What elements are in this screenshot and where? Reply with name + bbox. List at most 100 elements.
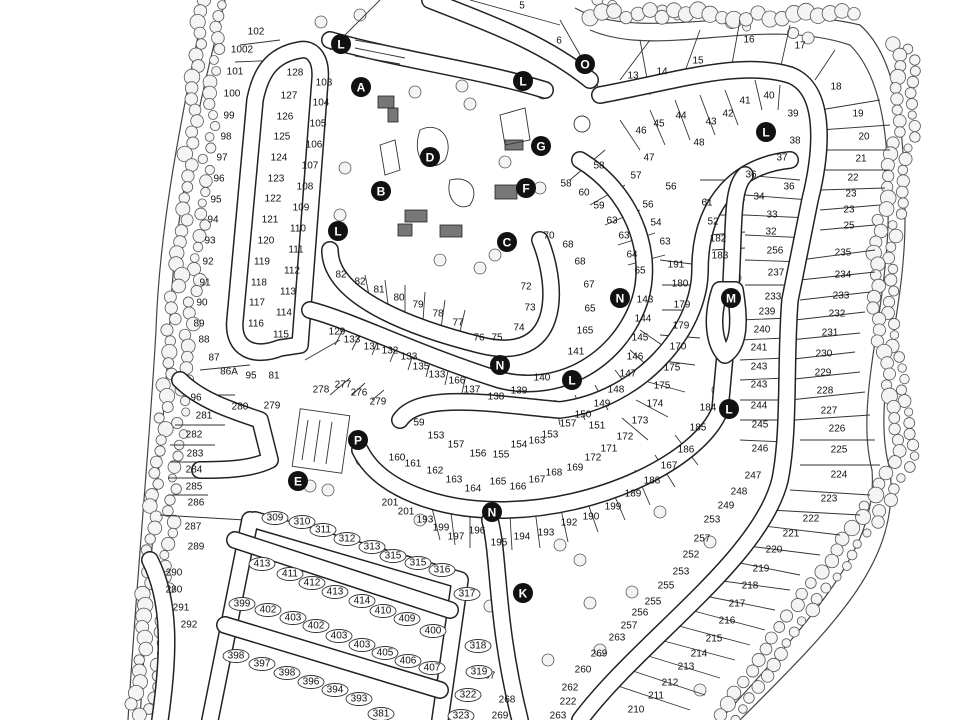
pad-number: 315 bbox=[410, 558, 427, 569]
lot-number: 138 bbox=[488, 392, 505, 403]
tree bbox=[788, 626, 800, 638]
lot-number: 279 bbox=[370, 397, 387, 408]
facility-marker-l: L bbox=[562, 370, 582, 390]
facility-marker-a: A bbox=[351, 77, 371, 97]
lot-number: 105 bbox=[310, 119, 327, 130]
tree bbox=[796, 616, 807, 626]
tree bbox=[185, 125, 199, 139]
lot-number: 225 bbox=[831, 445, 848, 456]
lot-number: 65 bbox=[634, 266, 646, 277]
lot-number: 276 bbox=[351, 388, 368, 399]
pad-outline bbox=[453, 587, 481, 601]
tree bbox=[132, 707, 147, 720]
pad-outline bbox=[279, 611, 307, 625]
tree bbox=[805, 577, 817, 589]
tree bbox=[181, 407, 191, 417]
tree bbox=[473, 261, 487, 275]
rv-pad: 399 bbox=[228, 597, 256, 611]
lot-number: 68 bbox=[562, 240, 574, 251]
lot-number: 77 bbox=[452, 318, 464, 329]
lot-number: 48 bbox=[693, 138, 705, 149]
lot-number: 111 bbox=[288, 245, 304, 256]
marker-circle bbox=[331, 34, 351, 54]
lot-number: 160 bbox=[389, 453, 406, 464]
marker-circle bbox=[610, 288, 630, 308]
marker-circle bbox=[513, 583, 533, 603]
tree bbox=[205, 142, 217, 154]
lot-number: 38 bbox=[789, 136, 801, 147]
lot-number: 82 bbox=[335, 270, 347, 281]
facility-marker-p: P bbox=[348, 430, 368, 450]
tree bbox=[176, 145, 194, 163]
lot-number: 163 bbox=[529, 436, 546, 447]
lot-number: 255 bbox=[645, 597, 662, 608]
pad-number: 403 bbox=[331, 631, 348, 642]
lot-number: 126 bbox=[277, 112, 294, 123]
tree bbox=[904, 87, 917, 99]
lot-number: 100 bbox=[224, 89, 241, 100]
lot-number: 133 bbox=[429, 370, 446, 381]
lot-number: 65 bbox=[584, 304, 596, 315]
lot-number: 102 bbox=[248, 27, 265, 38]
pad-number: 381 bbox=[373, 709, 390, 720]
lot-number: 217 bbox=[729, 599, 746, 610]
tree bbox=[159, 550, 170, 560]
lot-number: 224 bbox=[831, 470, 848, 481]
marker-letter: N bbox=[616, 292, 625, 306]
tree bbox=[873, 223, 889, 239]
tree bbox=[619, 10, 633, 25]
lot-number: 19 bbox=[852, 109, 864, 120]
lot-number: 32 bbox=[765, 227, 777, 238]
tree bbox=[155, 434, 167, 446]
rv-pad: 397 bbox=[248, 657, 276, 671]
tree bbox=[908, 119, 921, 133]
pad-outline bbox=[288, 515, 316, 529]
tree bbox=[209, 120, 221, 132]
tree bbox=[498, 155, 512, 169]
marker-letter: D bbox=[426, 151, 435, 165]
pad-number: 394 bbox=[327, 685, 344, 696]
rv-pad: 381 bbox=[367, 707, 395, 720]
facility-marker-k: K bbox=[513, 583, 533, 603]
lot-number: 144 bbox=[635, 314, 652, 325]
pad-outline bbox=[309, 523, 337, 537]
lot-number: 34 bbox=[753, 192, 765, 203]
tree bbox=[898, 152, 913, 166]
lot-number: 109 bbox=[293, 203, 310, 214]
lot-number: 36 bbox=[745, 170, 757, 181]
lot-number: 60 bbox=[578, 188, 590, 199]
pad-outline bbox=[348, 594, 376, 608]
tree bbox=[170, 483, 182, 495]
pad-outline bbox=[321, 683, 349, 697]
lot-number: 54 bbox=[650, 218, 662, 229]
lot-number: 167 bbox=[529, 475, 546, 486]
lot-number: 39 bbox=[787, 109, 799, 120]
tree bbox=[892, 47, 907, 63]
building bbox=[404, 209, 428, 223]
tree bbox=[899, 373, 910, 385]
tree bbox=[199, 174, 213, 188]
lot-number: 282 bbox=[186, 430, 203, 441]
lot-number: 64 bbox=[626, 250, 638, 261]
building bbox=[397, 223, 413, 237]
pad-number: 319 bbox=[471, 667, 488, 678]
lot-number: 173 bbox=[632, 416, 649, 427]
tree bbox=[870, 334, 884, 348]
lot-number: 285 bbox=[186, 482, 203, 493]
lot-number: 180 bbox=[672, 279, 689, 290]
lot-number: 117 bbox=[249, 298, 265, 309]
lot-number: 182 bbox=[710, 234, 727, 245]
lot-number: 257 bbox=[621, 621, 638, 632]
pad-outline bbox=[369, 604, 397, 618]
lot-number: 201 bbox=[382, 498, 399, 509]
lot-number: 279 bbox=[264, 401, 281, 412]
tree bbox=[897, 197, 909, 209]
lot-number: 58 bbox=[560, 179, 572, 190]
lot-number: 59 bbox=[593, 201, 605, 212]
parking-lot bbox=[291, 408, 351, 474]
tree bbox=[761, 669, 775, 683]
tree bbox=[891, 104, 903, 116]
tree bbox=[212, 10, 225, 22]
pad-outline bbox=[261, 511, 289, 525]
marker-circle bbox=[516, 178, 536, 198]
